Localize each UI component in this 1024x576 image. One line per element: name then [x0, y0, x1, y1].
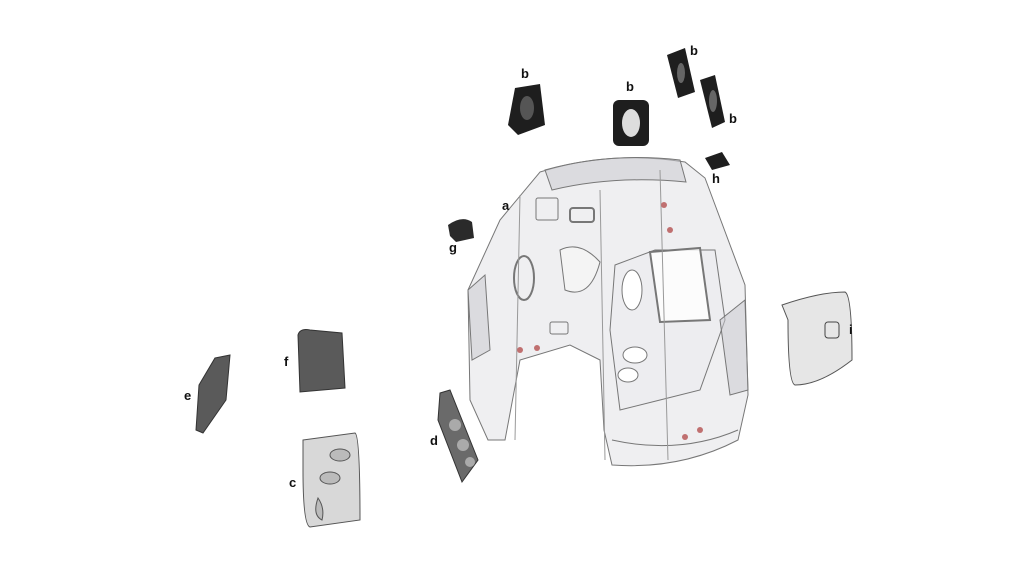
label-b: b: [729, 111, 737, 126]
label-i: i: [849, 322, 853, 337]
label-h: h: [712, 171, 720, 186]
marker-dots: [517, 202, 703, 440]
part-b-4: [700, 75, 725, 128]
part-b-3: [667, 48, 695, 98]
label-b: b: [521, 66, 529, 81]
label-b: b: [690, 43, 698, 58]
part-b-2: [613, 100, 649, 146]
part-i: [781, 291, 853, 386]
part-d: [437, 389, 479, 484]
label-g: g: [449, 240, 457, 255]
part-b-1: [508, 84, 545, 135]
label-b: b: [626, 79, 634, 94]
part-g: [448, 219, 474, 242]
label-f: f: [284, 354, 289, 369]
part-e: [195, 354, 231, 434]
part-c: [302, 432, 361, 528]
capsule-shell-a: [467, 157, 749, 467]
label-d: d: [430, 433, 438, 448]
label-e: e: [184, 388, 192, 403]
label-c: c: [289, 475, 297, 490]
part-h: [705, 152, 730, 170]
label-a: a: [502, 198, 510, 213]
part-f: [297, 329, 346, 393]
